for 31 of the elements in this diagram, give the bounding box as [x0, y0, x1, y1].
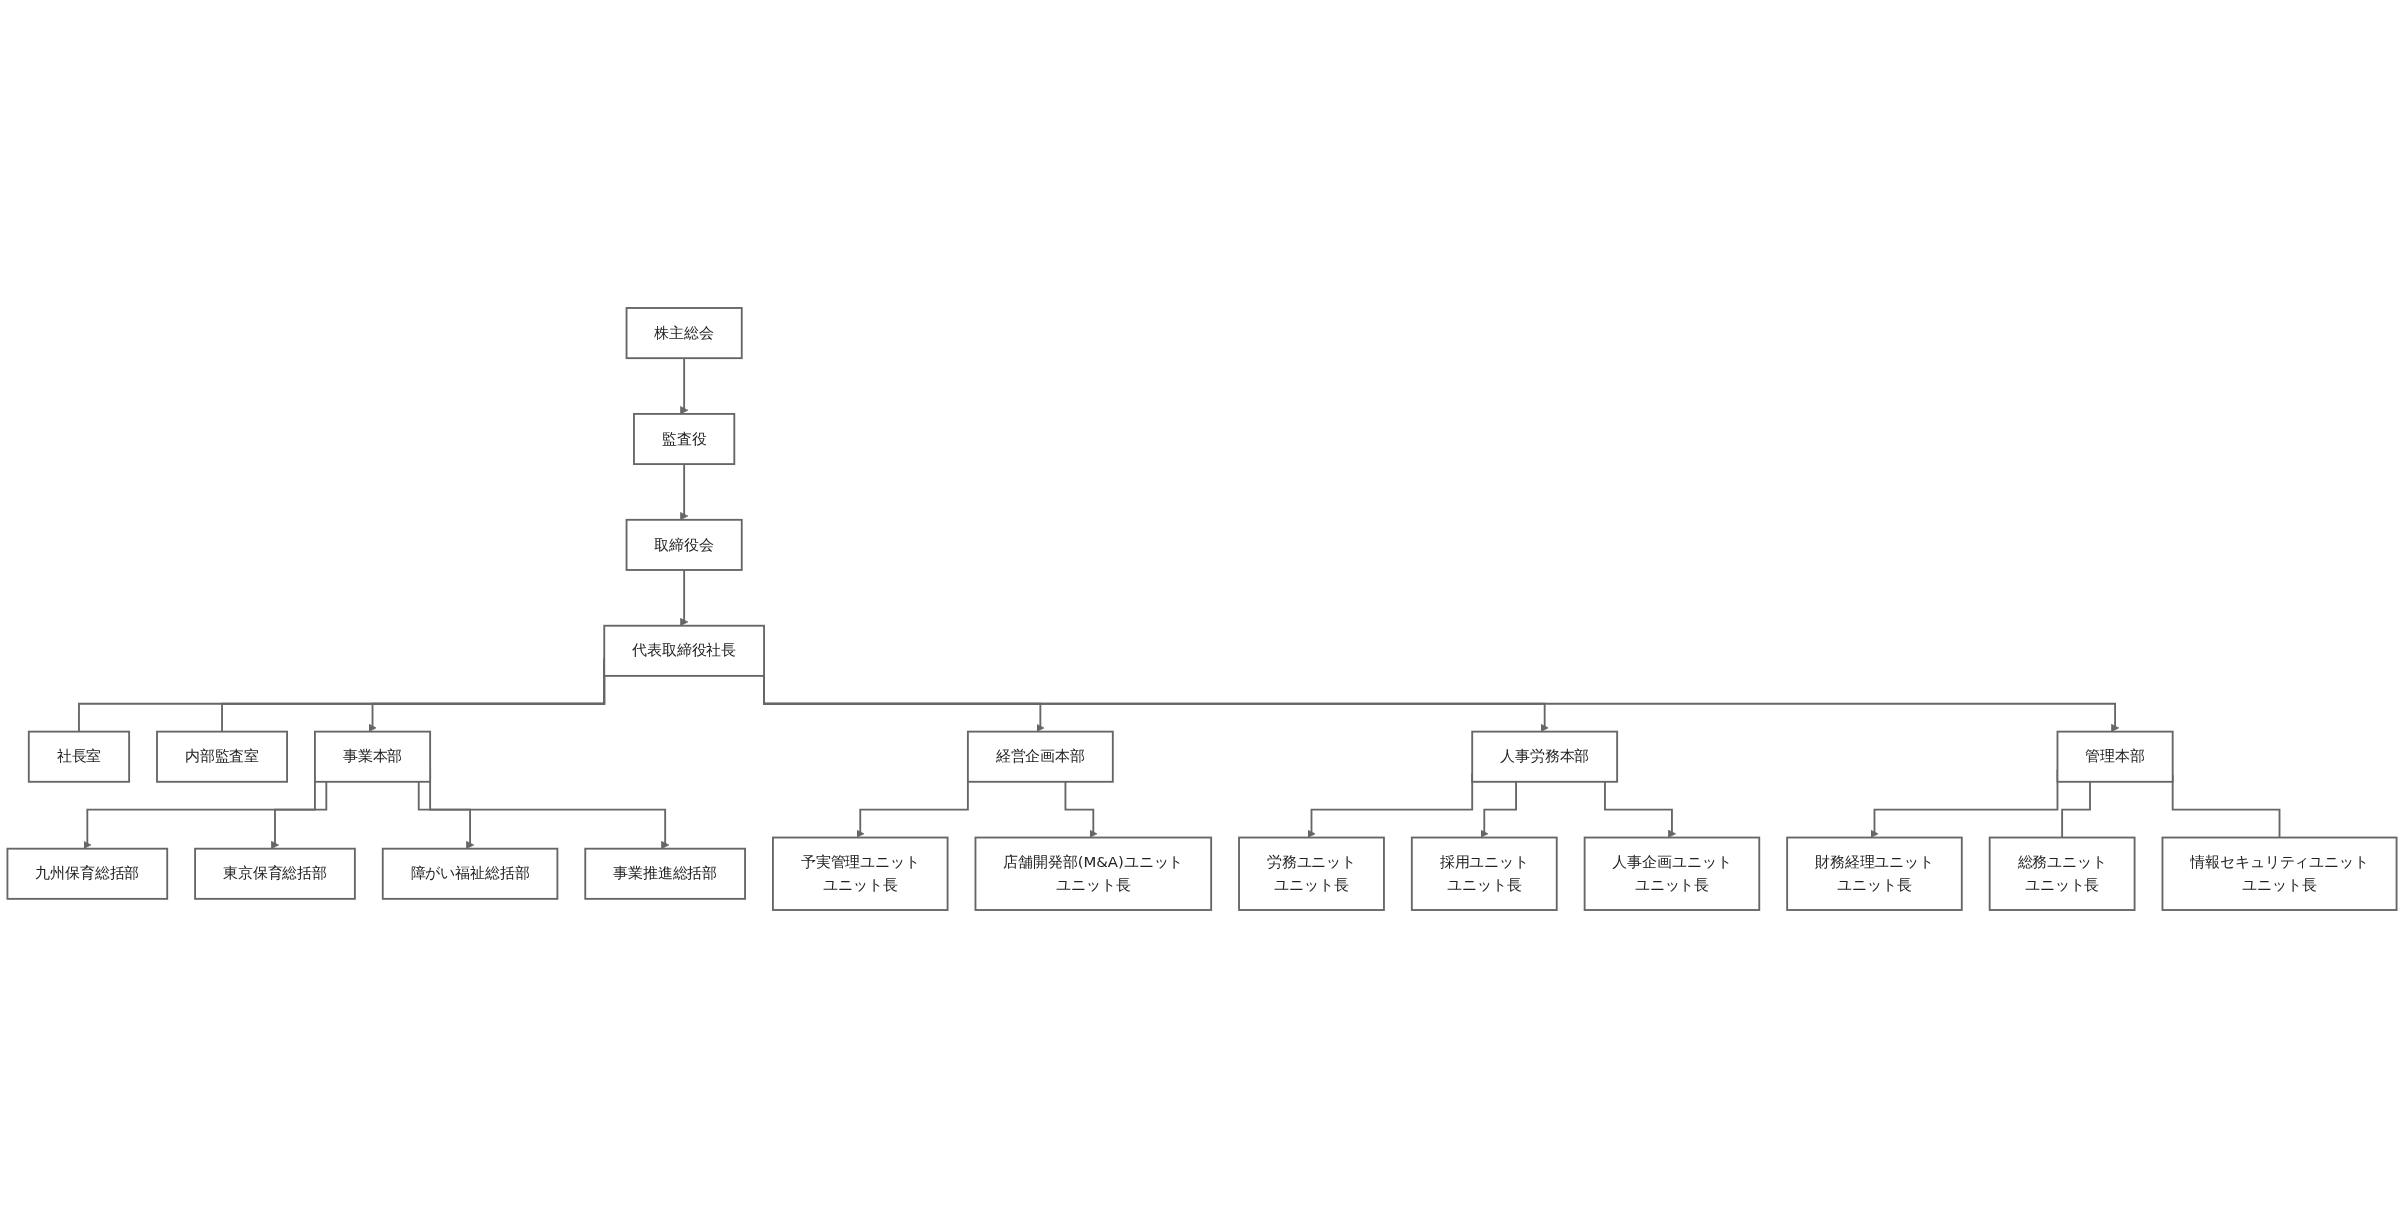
node-box: 採用ユニット ユニット長 — [1410, 836, 1558, 911]
arrow — [270, 780, 328, 850]
arrow — [1064, 780, 1098, 838]
arrow — [680, 463, 689, 521]
node-box: 障がい福祉総括部 — [381, 847, 559, 900]
arrow — [680, 357, 689, 415]
node-box: 内部監査室 — [156, 730, 288, 783]
node-box: 事業本部 — [314, 730, 432, 783]
node-box: 監査役 — [633, 413, 736, 465]
node-box: 九州保育総括部 — [6, 847, 169, 900]
node-box: 財務経理ユニット ユニット長 — [1786, 836, 1963, 911]
node-box: 株主総会 — [625, 307, 743, 360]
node-box: 人事企画ユニット ユニット長 — [1583, 836, 1761, 911]
node-box: 代表取締役社長 — [603, 624, 765, 677]
connector — [2061, 780, 2091, 839]
node-box: 店舗開発部(M&A)ユニット ユニット長 — [974, 836, 1213, 911]
node-box: 情報セキュリティユニット ユニット長 — [2161, 836, 2398, 911]
arrow — [417, 780, 475, 850]
node-box: 事業推進総括部 — [584, 847, 746, 900]
node-box: 予実管理ユニット ユニット長 — [772, 836, 949, 911]
node-box: 管理本部 — [2056, 730, 2174, 783]
arrow — [1604, 780, 1677, 838]
node-box: 経営企画本部 — [966, 730, 1114, 783]
node-box: 労務ユニット ユニット長 — [1238, 836, 1385, 911]
node-box: 東京保育総括部 — [194, 847, 356, 900]
node-box: 総務ユニット ユニット長 — [1988, 836, 2136, 911]
node-box: 社長室 — [27, 730, 131, 783]
arrow — [1480, 780, 1517, 838]
arrow — [680, 569, 689, 627]
node-box: 人事労務本部 — [1471, 730, 1619, 783]
node-box: 取締役会 — [625, 518, 743, 571]
